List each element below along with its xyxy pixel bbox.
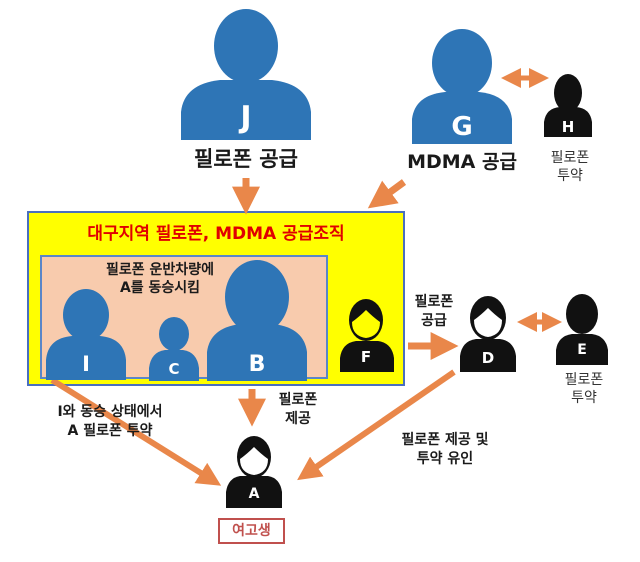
person-f-letter: F (360, 348, 372, 366)
person-a-icon (226, 436, 282, 508)
person-j-role: 필로폰 공급 (194, 147, 298, 171)
person-c-icon (149, 317, 199, 381)
person-e-icon (556, 294, 608, 365)
person-b-letter: B (248, 352, 266, 377)
organization-title: 대구지역 필로폰, MDMA 공급조직 (87, 224, 345, 244)
person-a-badge: 여고생 (218, 518, 285, 544)
person-i-letter: I (82, 352, 90, 376)
person-e-role-line1: 필로폰 (564, 372, 604, 388)
person-h-role-line2: 투약 (557, 168, 583, 184)
arrow-d-to-a (297, 369, 456, 481)
person-f-icon (340, 299, 394, 372)
person-h-role-line1: 필로폰 (550, 150, 590, 166)
person-j-letter: J (240, 100, 252, 135)
edge-b-to-a-line2: 제공 (285, 411, 311, 427)
person-g-role: MDMA 공급 (407, 151, 517, 173)
person-h-letter: H (561, 118, 575, 136)
edge-i-to-a-line1: I와 동승 상태에서 (57, 404, 163, 420)
person-g-icon (412, 29, 512, 144)
edge-i-to-a-line2: A 필로폰 투약 (67, 423, 153, 439)
edge-f-to-d-line1: 필로폰 (414, 294, 454, 310)
person-i-icon (46, 289, 126, 380)
person-c-letter: C (168, 360, 180, 378)
edge-f-to-d-line2: 공급 (421, 313, 447, 329)
person-b-icon (207, 260, 307, 381)
person-d-letter: D (481, 349, 495, 367)
person-e-letter: E (577, 342, 587, 358)
vehicle-note-line2: A를 동승시킴 (119, 280, 201, 296)
arrow-i-to-a (50, 377, 222, 486)
vehicle-note-line1: 필로폰 운반차량에 (106, 262, 214, 278)
person-d-icon (460, 296, 516, 372)
person-g-letter: G (451, 112, 473, 142)
person-e-role-line2: 투약 (571, 390, 597, 406)
edge-b-to-a-line1: 필로폰 (278, 392, 318, 408)
person-a-letter: A (248, 486, 260, 502)
person-h-icon (544, 74, 592, 137)
edge-d-to-a-line1: 필로폰 제공 및 (401, 432, 489, 448)
edge-d-to-a-line2: 투약 유인 (416, 451, 474, 467)
person-j-icon (181, 9, 311, 140)
arrow-g-to-org (367, 179, 407, 209)
